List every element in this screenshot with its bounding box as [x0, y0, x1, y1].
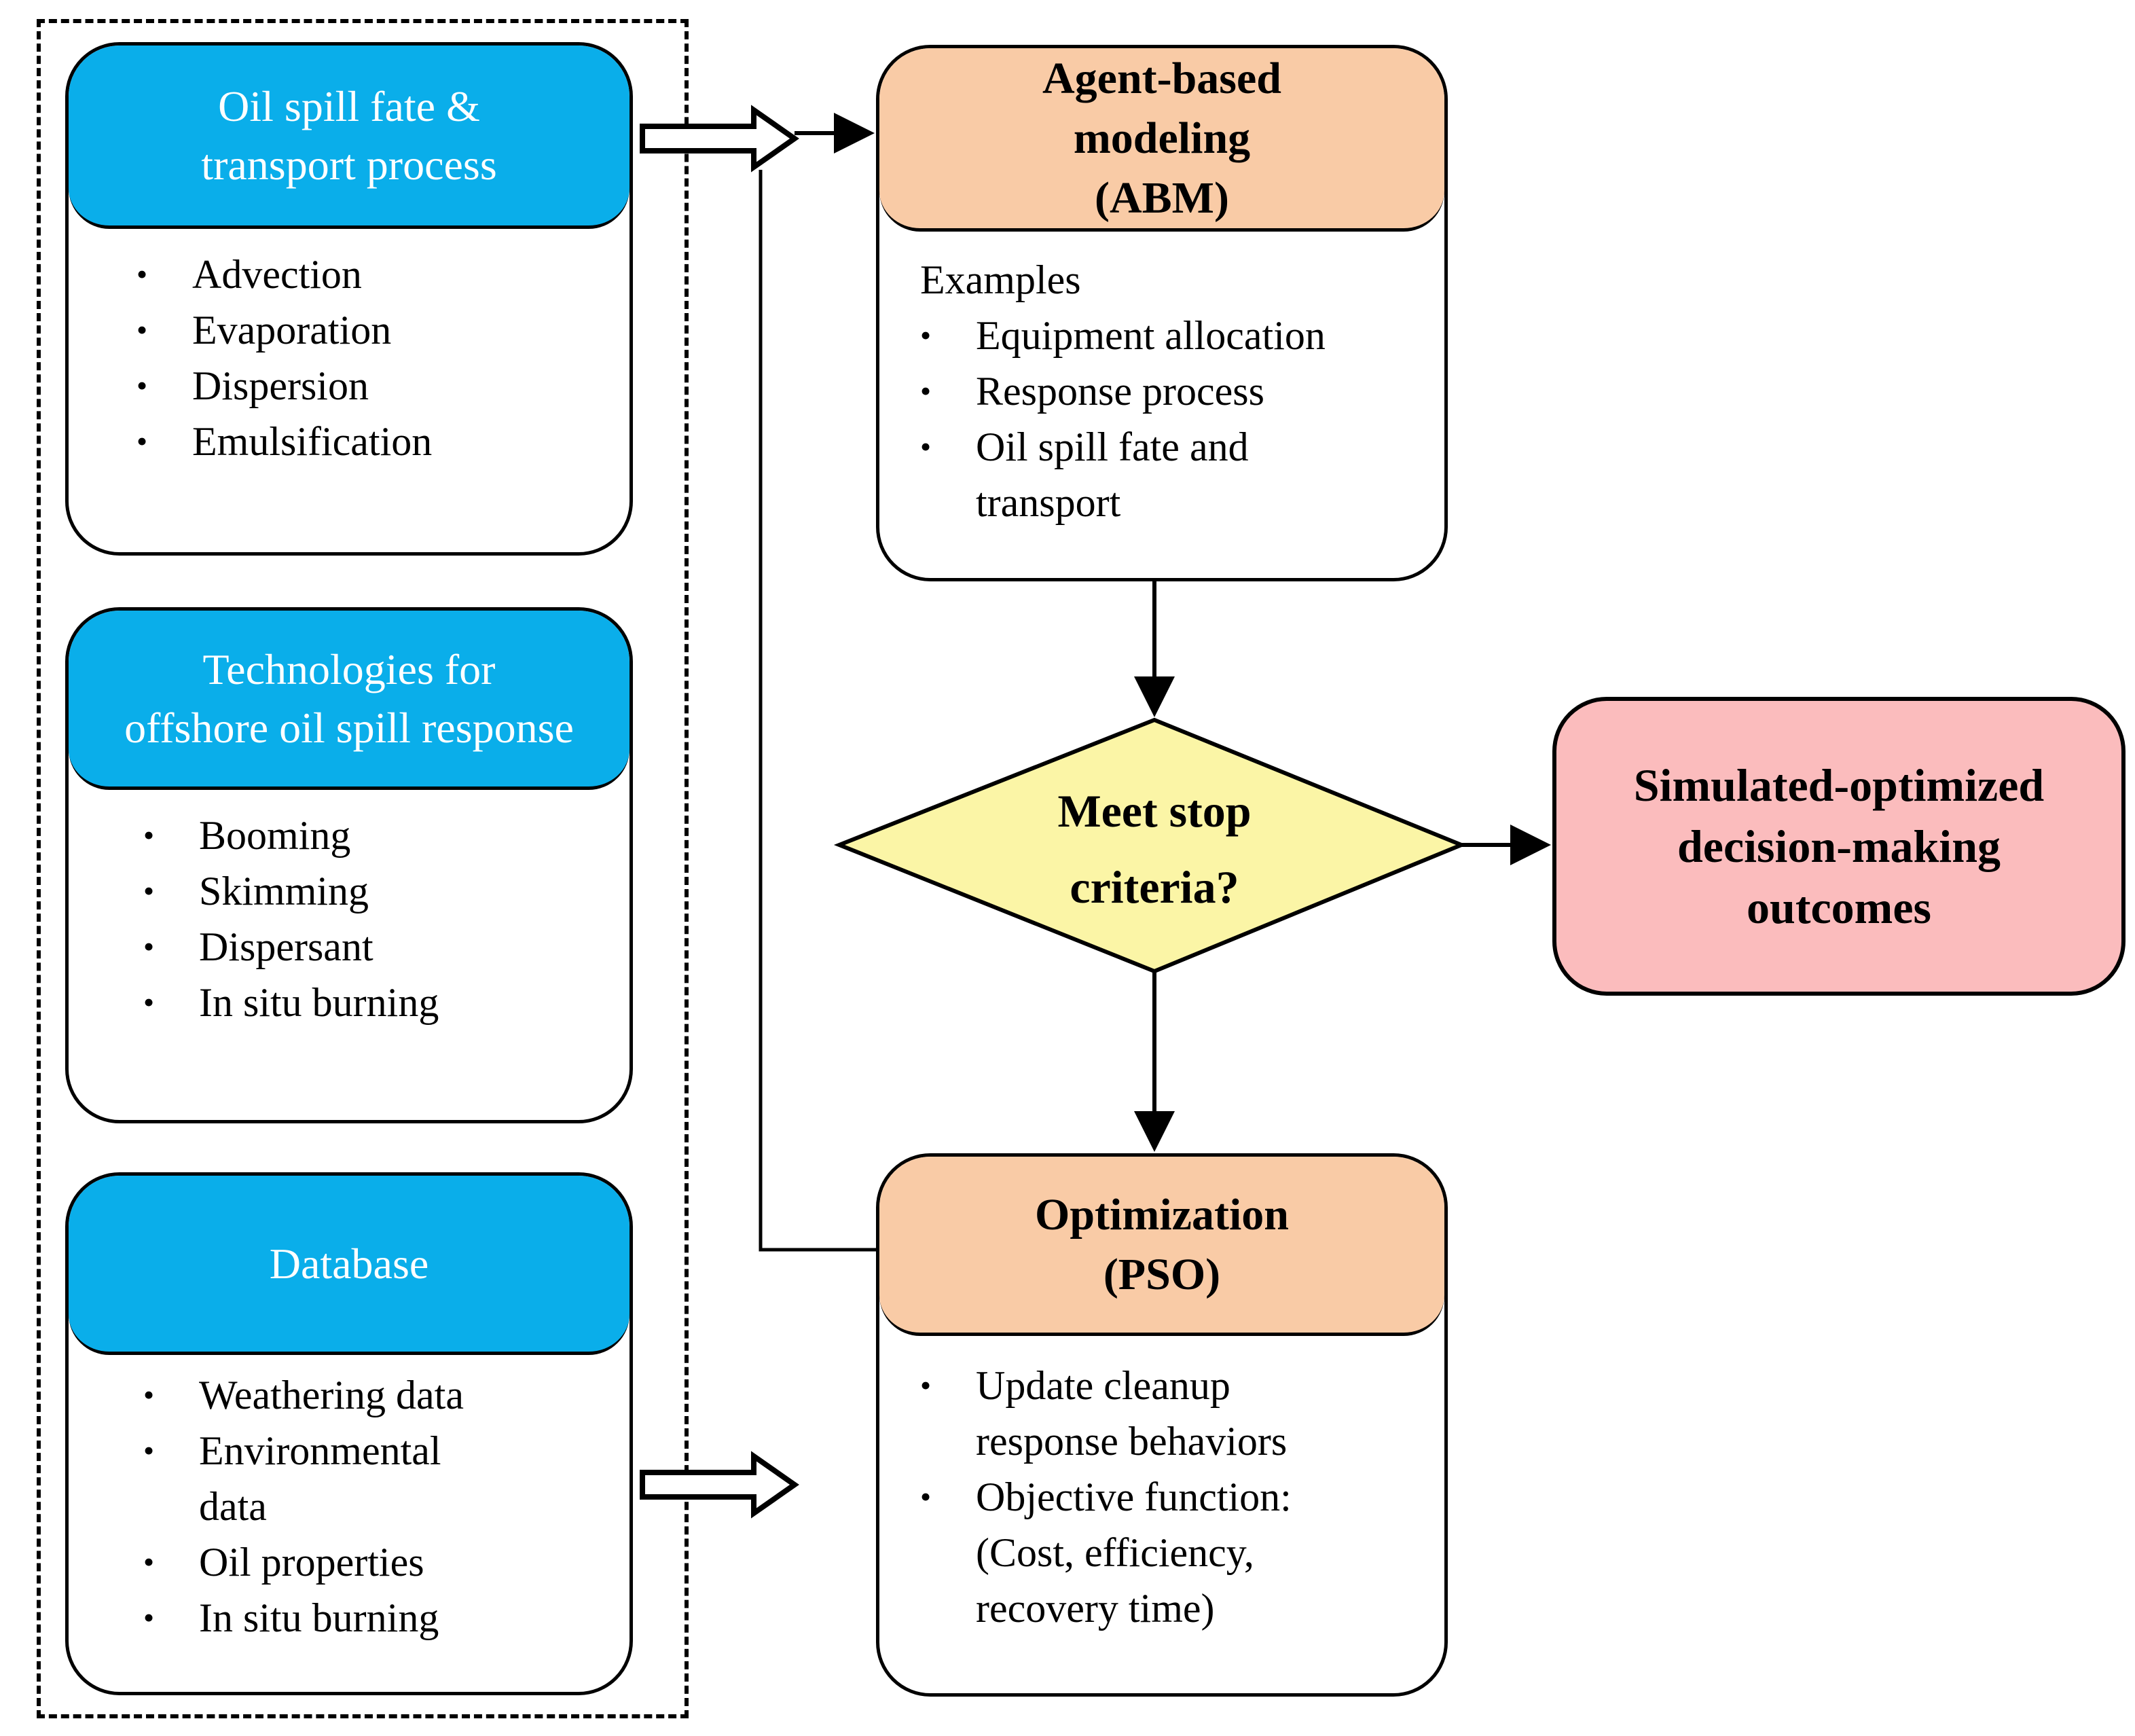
list-item: Weathering data	[143, 1367, 496, 1423]
abm-title-line: Agent-based	[1042, 53, 1281, 103]
feedback-loop-line	[759, 170, 876, 1252]
technologies-header: Technologies for offshore oil spill resp…	[69, 611, 629, 790]
list-item: Objective function: (Cost, efficiency, r…	[920, 1469, 1355, 1636]
optimization-title-line: Optimization	[1035, 1189, 1289, 1240]
fate-transport-list: Advection Evaporation Dispersion Emulsif…	[136, 247, 432, 469]
list-item: Dispersion	[136, 358, 432, 414]
list-item: Dispersant	[143, 919, 439, 975]
database-list: Weathering data Environmental data Oil p…	[143, 1367, 496, 1646]
database-header: Database	[69, 1176, 629, 1355]
optimization-title-line: (PSO)	[1103, 1249, 1221, 1299]
list-item: Skimming	[143, 863, 439, 919]
abm-box: Agent-based modeling (ABM) Examples Equi…	[876, 45, 1448, 581]
abm-title-line: (ABM)	[1095, 173, 1229, 223]
optimization-box: Optimization (PSO) Update cleanup respon…	[876, 1153, 1448, 1697]
fate-transport-title-line: Oil spill fate &	[218, 82, 480, 130]
input-group-frame	[37, 19, 689, 1718]
decision-label-line: criteria?	[1070, 861, 1239, 913]
list-item: Environmental data	[143, 1423, 496, 1534]
database-box: Database Weathering data Environmental d…	[65, 1172, 633, 1695]
fate-transport-header: Oil spill fate & transport process	[69, 46, 629, 229]
fate-transport-title-line: transport process	[201, 140, 497, 189]
database-title: Database	[269, 1239, 429, 1288]
list-item: In situ burning	[143, 1590, 496, 1646]
list-item: Oil properties	[143, 1534, 496, 1590]
block-arrow-top	[640, 105, 799, 173]
list-item: Oil spill fate and transport	[920, 419, 1315, 530]
technologies-title-line: Technologies for	[202, 645, 496, 693]
result-label-line: decision-making	[1677, 820, 2001, 872]
result-box: Simulated-optimized decision-making outc…	[1552, 697, 2125, 996]
abm-intro: Examples	[920, 257, 1081, 302]
list-item: In situ burning	[143, 975, 439, 1030]
abm-list: Examples Equipment allocation Response p…	[920, 252, 1395, 530]
decision-label-line: Meet stop	[1057, 785, 1252, 837]
optimization-list: Update cleanup response behaviors Object…	[920, 1358, 1355, 1636]
list-item: Booming	[143, 808, 439, 863]
optimization-header: Optimization (PSO)	[879, 1157, 1444, 1336]
technologies-box: Technologies for offshore oil spill resp…	[65, 607, 633, 1123]
result-label-line: outcomes	[1747, 882, 1931, 933]
block-arrow-bottom	[640, 1451, 799, 1519]
list-item: Response process	[920, 363, 1395, 419]
list-item: Emulsification	[136, 414, 432, 469]
decision-label: Meet stop criteria?	[971, 781, 1338, 917]
list-item: Advection	[136, 247, 432, 302]
list-item: Update cleanup response behaviors	[920, 1358, 1355, 1469]
technologies-list: Booming Skimming Dispersant In situ burn…	[143, 808, 439, 1030]
abm-title-line: modeling	[1073, 113, 1251, 163]
fate-transport-box: Oil spill fate & transport process Advec…	[65, 42, 633, 556]
list-item: Evaporation	[136, 302, 432, 358]
technologies-title-line: offshore oil spill response	[124, 703, 574, 752]
list-item: Equipment allocation	[920, 308, 1395, 363]
abm-header: Agent-based modeling (ABM)	[879, 48, 1444, 232]
result-label-line: Simulated-optimized	[1633, 759, 2045, 811]
